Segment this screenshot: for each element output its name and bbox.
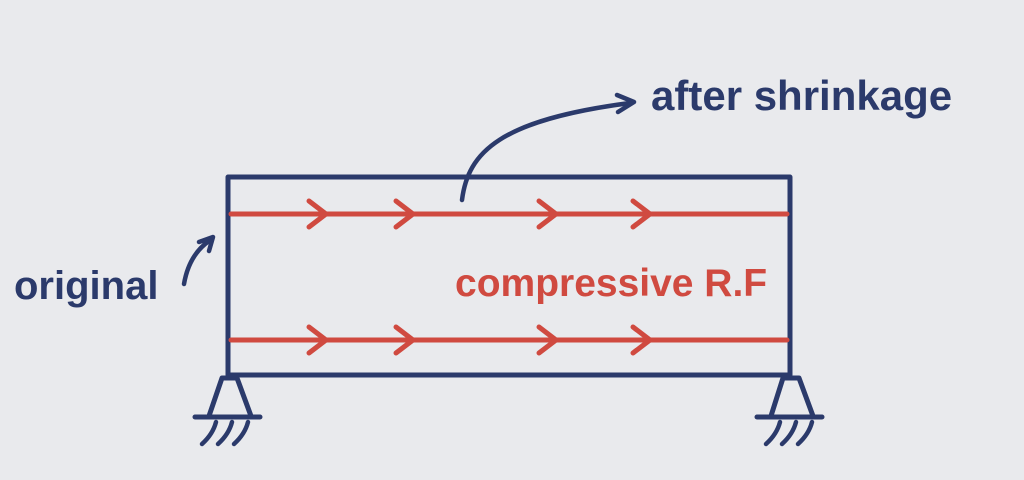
original-label: original: [14, 264, 159, 308]
leader-arrowhead-icon: [196, 234, 216, 254]
ground-hatch: [779, 419, 799, 447]
right-arrowhead-icon: [536, 198, 559, 230]
right-arrowhead-icon: [630, 324, 653, 356]
ground-hatch: [199, 419, 219, 447]
after-shrinkage-leader-arrow: [459, 92, 637, 203]
right-arrowhead-icon: [393, 198, 416, 230]
after-shrinkage-label: after shrinkage: [651, 72, 953, 119]
beam-outline: [225, 174, 793, 378]
compressive-force-label: compressive R.F: [455, 262, 768, 305]
original-leader-arrow: [181, 234, 216, 287]
right-arrowhead-icon: [306, 198, 329, 230]
leader-arrowhead-icon: [614, 92, 637, 115]
right-arrowhead-icon: [393, 324, 416, 356]
right-arrowhead-icon: [306, 324, 329, 356]
right-pin-support: [754, 375, 825, 447]
ground-hatch: [795, 419, 815, 447]
leader-curve: [181, 238, 212, 287]
right-arrowhead-icon: [536, 324, 559, 356]
right-arrowhead-icon: [630, 198, 653, 230]
ground-hatch: [215, 419, 235, 447]
leader-curve: [459, 100, 633, 203]
bottom-reinforcement-force-line: [228, 324, 790, 356]
support-triangle: [768, 375, 816, 419]
support-triangle: [206, 375, 254, 419]
ground-hatch: [231, 419, 251, 447]
ground-hatch: [763, 419, 783, 447]
top-reinforcement-force-line: [228, 198, 790, 230]
left-pin-support: [192, 375, 263, 447]
